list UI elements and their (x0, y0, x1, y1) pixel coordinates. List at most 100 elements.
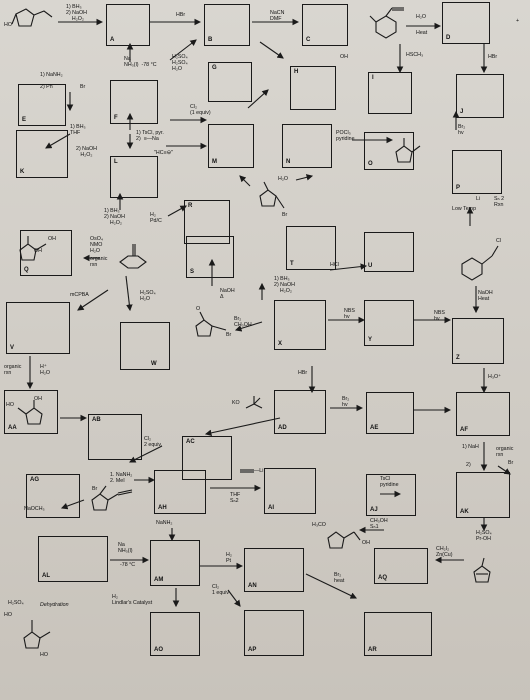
box-ae[interactable]: AE (366, 392, 414, 434)
box-u[interactable]: U (364, 232, 414, 272)
reagent-cl2-2equiv: Cl₂ 2 equiv. (144, 436, 163, 448)
box-a[interactable]: A (106, 4, 150, 46)
box-f[interactable]: F (110, 80, 158, 124)
atom-o-methoxy: O (196, 306, 201, 312)
box-s[interactable]: S (186, 236, 234, 278)
box-aj[interactable]: AJ (366, 474, 416, 516)
box-p[interactable]: P (452, 150, 502, 194)
reagent-oso4: OsO₄ NMO H₂O (90, 236, 104, 254)
box-d[interactable]: D (442, 2, 490, 44)
box-ac-label: AC (186, 439, 195, 445)
reagent-nah: 1) NaH (462, 444, 479, 450)
box-j[interactable]: J (456, 74, 504, 118)
box-an[interactable]: AN (244, 548, 304, 592)
reagent-h2o-1: H₂O (416, 14, 427, 20)
reagent-heat-1: Heat (416, 30, 428, 36)
box-ar-label: AR (368, 647, 377, 653)
reagent-h2so4-proh: H₂SO₄ Pr-OH (476, 530, 492, 542)
box-s-label: S (190, 269, 195, 275)
box-al[interactable]: AL (38, 536, 108, 582)
box-q-label: Q (24, 267, 29, 273)
box-ab-label: AB (92, 417, 101, 423)
molecule-tert-butoxide (245, 396, 263, 409)
reagent-lindlar: H₂ Lindlar's Catalyst (112, 594, 153, 606)
box-z[interactable]: Z (452, 318, 504, 364)
reagent-mcpba: mCPBA (70, 292, 89, 298)
box-l[interactable]: L (110, 156, 158, 198)
reagent-nbs-2: NBS hv (434, 310, 445, 322)
box-ap[interactable]: AP (244, 610, 304, 656)
atom-cl-right: Cl (496, 238, 502, 244)
box-af[interactable]: AF (456, 392, 510, 436)
reagent-naoh-delta: NaOH Δ (220, 288, 235, 300)
box-c[interactable]: C (302, 4, 348, 46)
atom-br-allyl: Br (508, 460, 514, 466)
atom-ho-bottom-1: HO (4, 612, 12, 618)
box-ac[interactable]: AC (182, 436, 232, 480)
box-v[interactable]: V (6, 302, 70, 354)
box-ar[interactable]: AR (364, 612, 432, 656)
reagent-organic-rxn-2: organic rxn (4, 364, 22, 376)
box-b[interactable]: B (204, 4, 250, 46)
molecule-methoxy-cyclopentane (195, 311, 227, 337)
box-ab[interactable]: AB (88, 414, 142, 460)
box-ak[interactable]: AK (456, 472, 510, 518)
box-k[interactable]: K (16, 130, 68, 178)
box-m[interactable]: M (208, 124, 254, 168)
reagent-naoch3: NaOCH₃ (24, 506, 45, 512)
reagent-acetylide: "HC≡⊖" (154, 150, 173, 156)
reagent-naoh-heat: NaOH Heat (478, 290, 493, 302)
reagent-ko: KO (232, 400, 240, 406)
box-ag-label: AG (30, 477, 39, 483)
box-ai[interactable]: AI (264, 468, 316, 514)
reagent-organic-rxn-3: organic rxn (496, 446, 514, 458)
reagent-minus-78: -78 °C (120, 562, 136, 568)
reagent-bh3-thf: 1) BH₃ THF (70, 124, 86, 136)
reagent-br2-hv-2: Br₂ hv (342, 396, 350, 408)
atom-ho-aa: HO (6, 402, 14, 408)
box-h[interactable]: H (290, 66, 336, 110)
box-y-label: Y (368, 337, 373, 343)
start-molecule-methylcyclohexyl-alkyne (369, 7, 404, 39)
box-am[interactable]: AM (150, 540, 200, 586)
atom-ho-top-left: HO (4, 22, 12, 28)
box-o[interactable]: O (364, 132, 414, 170)
box-ag[interactable]: AG (26, 474, 80, 518)
box-aa-label: AA (8, 425, 17, 431)
box-g[interactable]: G (208, 62, 252, 102)
atom-plus-d: + (516, 18, 520, 24)
box-c-label: C (306, 37, 311, 43)
reagent-tscl-2: TsCl pyridine (380, 476, 399, 488)
box-ap-label: AP (248, 647, 257, 653)
reagent-hsch3: HSCH₃ (406, 52, 424, 58)
box-e[interactable]: E (18, 84, 66, 126)
box-n[interactable]: N (282, 124, 332, 168)
reagent-nanh2-2: NaNH₂ (156, 520, 173, 526)
box-ah[interactable]: AH (154, 470, 206, 514)
box-aq[interactable]: AQ (374, 548, 428, 584)
reagent-hbr-3: HBr (298, 370, 308, 376)
box-q[interactable]: Q (20, 230, 72, 276)
box-i[interactable]: I (368, 72, 412, 114)
reagent-cl2-1equiv: Cl₂ 1 equiv (212, 584, 230, 596)
reagent-br-2: Br (92, 486, 98, 492)
molecule-bromo-alkyne (91, 485, 133, 511)
reagent-h2so4-3: H₂SO₄ (8, 600, 24, 606)
box-ad[interactable]: AD (274, 390, 326, 434)
box-t[interactable]: T (286, 226, 336, 270)
box-ak-label: AK (460, 509, 469, 515)
reagent-nacn: NaCN DMF (270, 10, 285, 22)
box-ad-label: AD (278, 425, 287, 431)
reagent-hbr-1: HBr (176, 12, 186, 18)
box-d-label: D (446, 35, 451, 41)
reagent-tscl-1: 1) TsCl, pyr. 2) ≡—Na (136, 130, 164, 142)
box-r[interactable]: R (184, 200, 230, 244)
box-y[interactable]: Y (364, 300, 414, 346)
box-ao[interactable]: AO (150, 612, 200, 656)
box-w[interactable]: W (120, 322, 170, 370)
box-l-label: L (114, 159, 118, 165)
reagent-phenyl-alkyl: 2) Ph (40, 84, 53, 90)
box-x[interactable]: X (274, 300, 326, 350)
